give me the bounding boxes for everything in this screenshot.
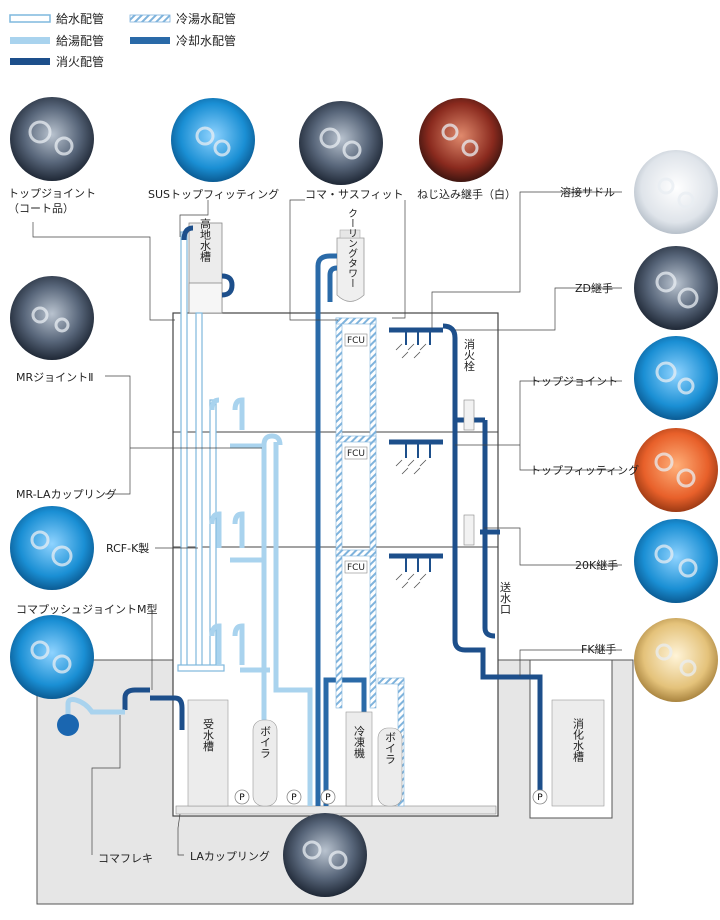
label-mr-joint: MRジョイントⅡ [16, 371, 94, 384]
photo-20k [634, 519, 718, 603]
cooling-tower-label: クーリングタワー [346, 208, 358, 288]
photo-rcf-k [10, 506, 94, 590]
boiler-2 [377, 727, 403, 807]
chiller-label: 冷凍機 [353, 725, 366, 759]
label-koma-flex: コマフレキ [98, 852, 153, 865]
legend-label: 消火配管 [56, 54, 104, 69]
svg-text:P: P [291, 793, 297, 803]
svg-text:P: P [239, 793, 245, 803]
fitting-shapes [28, 120, 699, 870]
photo-koma-susfit [299, 101, 383, 185]
boiler-label: ボイラ [384, 731, 397, 764]
svg-text:P: P [537, 793, 543, 803]
fire-piping [122, 323, 543, 790]
fire-tank-label: 消化水槽 [572, 717, 585, 763]
label-zd-joint: ZD継手 [575, 281, 613, 295]
fire-tank [551, 699, 605, 807]
photo-koma-push [10, 615, 94, 699]
pumps: P P P P [234, 789, 548, 805]
cooling-water-piping [315, 253, 367, 806]
legend-label: 冷湯水配管 [176, 11, 236, 26]
label-top-fitting: トップフィッティング [530, 463, 639, 477]
hydrant-box [463, 399, 475, 431]
water-meter [57, 714, 79, 736]
elevated-tank-label: 高地水槽 [199, 217, 212, 263]
label-screw-joint: ねじ込み継手（白） [417, 187, 516, 201]
photo-weld-saddle [634, 150, 718, 234]
boiler-label: ボイラ [259, 725, 272, 758]
label-mr-la: MR-LAカップリング [16, 487, 117, 501]
hydrant-label: 消火栓 [463, 337, 476, 372]
legend-swatch-supply [9, 14, 51, 23]
cooling-tower-top [339, 229, 361, 239]
photo-top-joint [634, 336, 718, 420]
receiving-tank-label: 受水槽 [202, 718, 215, 752]
fcu-units: FCU FCU FCU [344, 333, 368, 574]
legend-swatch-coldhot [129, 14, 171, 23]
photo-top-fitting [634, 428, 718, 512]
leader-lines [32, 191, 622, 856]
label-top-joint-coat: トップジョイント （コート品） [8, 187, 100, 215]
label-rcf-k: RCF-K製 [106, 541, 149, 555]
photo-screw-joint [419, 98, 503, 182]
flex-pipe [65, 697, 125, 715]
photo-zd-joint [634, 246, 718, 330]
label-weld-saddle: 溶接サドル [560, 185, 615, 199]
legend-swatch-cooling [130, 37, 170, 44]
label-koma-push: コマプッシュジョイントM型 [16, 602, 158, 616]
supply-tank-loop [221, 273, 235, 298]
photo-fk [634, 618, 718, 702]
siamese-label: 送水口 [499, 580, 512, 614]
receiving-tank [187, 699, 229, 807]
label-line: トップジョイント [8, 187, 96, 200]
supply-top-bend [181, 225, 194, 241]
label-20k: 20K継手 [575, 558, 618, 572]
legend: 給水配管 給湯配管 消火配管 冷湯水配管 冷却水配管 [9, 11, 236, 69]
label-koma-susfit: コマ・サスフィット [305, 188, 404, 201]
photo-top-joint-coat [10, 97, 94, 181]
product-labels: トップジョイント （コート品） SUSトップフィッティング コマ・サスフィット … [8, 185, 639, 865]
legend-swatch-fire [10, 58, 50, 65]
floor-slab [175, 805, 497, 815]
legend-label: 冷却水配管 [176, 33, 236, 48]
svg-text:P: P [325, 793, 331, 803]
photo-mr-joint [10, 276, 94, 360]
chiller [345, 711, 373, 807]
svg-text:FCU: FCU [347, 336, 365, 346]
label-la-coupling: LAカップリング [190, 849, 270, 863]
legend-label: 給湯配管 [56, 33, 104, 48]
fire-branches [405, 330, 431, 572]
boiler [252, 719, 278, 807]
label-top-joint: トップジョイント [530, 375, 618, 388]
sprinkler-heads [395, 343, 427, 589]
svg-text:FCU: FCU [347, 449, 365, 459]
label-sus-top-fitting: SUSトップフィッティング [148, 187, 279, 201]
hydrant-box [463, 514, 475, 546]
label-fk: FK継手 [581, 642, 617, 656]
elevated-tank-base [188, 282, 223, 314]
legend-label: 給水配管 [56, 11, 104, 26]
legend-swatch-hot [10, 37, 50, 44]
label-line: （コート品） [8, 202, 74, 215]
cooling-tower [336, 237, 365, 302]
svg-text:FCU: FCU [347, 563, 365, 573]
photo-la-coupling [283, 813, 367, 897]
